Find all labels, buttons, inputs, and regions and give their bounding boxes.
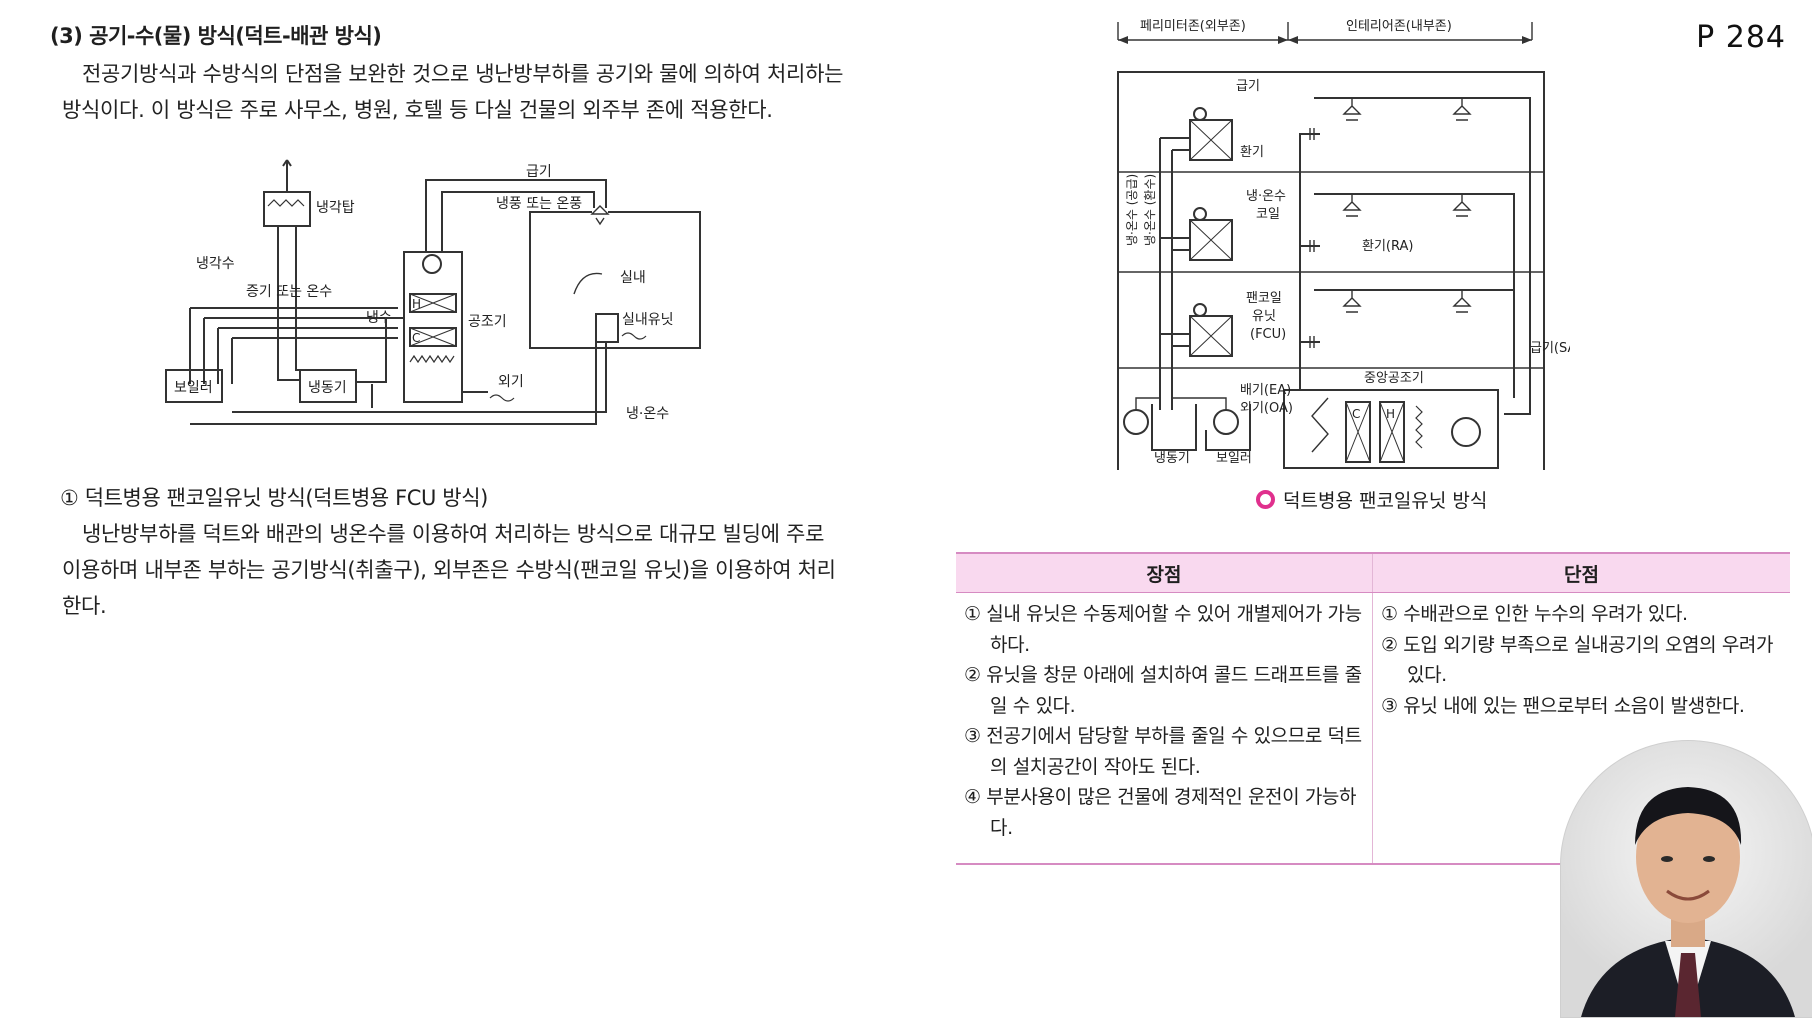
supply-air-duct <box>1314 97 1531 415</box>
diffusers <box>1342 98 1472 313</box>
advantages-cell: ① 실내 유닛은 수동제어할 수 있어 개별제어가 가능하다. ② 유닛을 창문… <box>956 592 1373 865</box>
fan-icon <box>422 254 442 274</box>
label-coil-h2: H <box>1386 407 1395 421</box>
presenter-avatar <box>1560 740 1812 1018</box>
presenter-photo-icon <box>1581 787 1795 1017</box>
subsection-title: ① 덕트병용 팬코일유닛 방식(덕트병용 FCU 방식) <box>60 486 488 510</box>
exhaust-arrow-icon <box>282 159 292 192</box>
label-supply: 급기 <box>1236 79 1260 94</box>
label-ahu: 공조기 <box>468 314 507 330</box>
advantage-item: ① 실내 유닛은 수동제어할 수 있어 개별제어가 가능하다. <box>964 603 1362 656</box>
bullet-icon <box>1256 490 1275 509</box>
label-supply-sa: 급기(SA) <box>1530 341 1570 356</box>
chiller-box <box>1151 404 1197 451</box>
caption-text: 덕트병용 팬코일유닛 방식 <box>1283 490 1488 512</box>
cooling-coil <box>409 327 457 347</box>
diffuser-icon <box>590 205 610 226</box>
paragraph-line: 냉난방부하를 덕트와 배관의 냉온수를 이용하여 처리하는 방식으로 대규모 빌… <box>82 522 825 546</box>
label-outdoor-oa: 외기(OA) <box>1240 401 1293 416</box>
room-outline <box>529 211 701 349</box>
central-ahu-box <box>1283 389 1499 469</box>
indoor-unit-box <box>595 313 619 343</box>
ahu-box <box>403 251 463 403</box>
page-number: P 284 <box>1696 20 1786 55</box>
section-title: (3) 공기-수(물) 방식(덕트-배관 방식) <box>50 24 382 48</box>
label-ventilation: 환기 <box>1240 145 1264 160</box>
label-central-ahu: 중앙공조기 <box>1364 371 1424 386</box>
label-steam-or-hot-water: 증기 또는 온수 <box>246 284 332 300</box>
label-chilled-hot-water: 냉·온수 <box>626 406 669 422</box>
subsection-paragraph: 냉난방부하를 덕트와 배관의 냉온수를 이용하여 처리하는 방식으로 대규모 빌… <box>62 516 902 624</box>
supply-duct <box>425 179 607 252</box>
label-boiler-2: 보일러 <box>1216 451 1252 466</box>
label-cooling-tower: 냉각탑 <box>316 200 355 216</box>
paragraph-line: 방식이다. 이 방식은 주로 사무소, 병원, 호텔 등 다실 건물의 외주부 … <box>62 98 773 122</box>
label-chiller: 냉동기 <box>308 380 347 396</box>
pros-cons-table: 장점 단점 ① 실내 유닛은 수동제어할 수 있어 개별제어가 가능하다. ② … <box>956 552 1790 865</box>
paragraph-line: 한다. <box>62 594 107 618</box>
boiler-box <box>1205 404 1251 451</box>
water-risers <box>1159 137 1190 410</box>
fcu-floor-1 <box>1189 107 1233 161</box>
disadvantage-item: ② 도입 외기량 부족으로 실내공기의 오염의 우려가 있다. <box>1381 633 1774 687</box>
pump-icon-2 <box>1213 409 1239 435</box>
fcu-floor-3 <box>1189 303 1233 357</box>
label-coil-c2: C <box>1352 407 1360 421</box>
chiller-box <box>299 369 357 403</box>
advantage-item: ② 유닛을 창문 아래에 설치하여 콜드 드래프트를 줄일 수 있다. <box>964 664 1362 717</box>
paragraph-line: 전공기방식과 수방식의 단점을 보완한 것으로 냉난방부하를 공기와 물에 의하… <box>82 62 844 86</box>
label-coil-h: H <box>412 297 421 311</box>
label-coil-c: C <box>412 331 420 345</box>
boiler-box <box>165 369 223 403</box>
header-disadvantages: 단점 <box>1372 552 1790 593</box>
label-return-water: 냉·온수 (환수) <box>1143 174 1157 246</box>
advantage-item: ④ 부분사용이 많은 건물에 경제적인 운전이 가능하다. <box>964 786 1357 839</box>
diagram-caption: 덕트병용 팬코일유닛 방식 <box>1256 486 1487 513</box>
pump-icon-1 <box>1123 409 1149 435</box>
cooling-tower-icon <box>263 191 311 227</box>
label-supply-air: 급기 <box>526 164 552 180</box>
label-boiler: 보일러 <box>174 380 213 396</box>
label-outdoor-air: 외기 <box>498 374 524 390</box>
label-cooling-water: 냉각수 <box>196 256 235 272</box>
label-indoor-unit: 실내유닛 <box>622 312 674 328</box>
label-return-ra: 환기(RA) <box>1362 239 1413 254</box>
section-paragraph: 전공기방식과 수방식의 단점을 보완한 것으로 냉난방부하를 공기와 물에 의하… <box>62 56 902 128</box>
water-loop <box>190 328 607 425</box>
label-cool-or-warm-air: 냉풍 또는 온풍 <box>496 196 582 212</box>
heating-coil <box>409 293 457 313</box>
disadvantage-item: ③ 유닛 내에 있는 팬으로부터 소음이 발생한다. <box>1381 694 1745 717</box>
label-room: 실내 <box>620 270 646 286</box>
label-chiller-2: 냉동기 <box>1154 451 1190 466</box>
fcu-floor-2 <box>1189 207 1233 261</box>
ahu-fan-icon <box>1451 417 1481 447</box>
label-exhaust-ea: 배기(EA) <box>1240 383 1291 398</box>
header-advantages: 장점 <box>956 552 1373 593</box>
zone-dimension-line <box>1117 22 1533 41</box>
label-supply-water: 냉·온수 (공급) <box>1125 174 1139 246</box>
paragraph-line: 이용하며 내부존 부하는 공기방식(취출구), 외부존은 수방식(팬코일 유닛)… <box>62 558 836 582</box>
label-interior-zone: 인테리어존(내부존) <box>1346 19 1452 34</box>
advantage-item: ③ 전공기에서 담당할 부하를 줄일 수 있으므로 덕트의 설치공간이 작아도 … <box>964 725 1362 778</box>
building-outline <box>1117 71 1545 470</box>
label-perimeter-zone: 페리미터존(외부존) <box>1140 19 1246 34</box>
disadvantage-item: ① 수배관으로 인한 누수의 우려가 있다. <box>1381 603 1688 625</box>
air-water-system-diagram: 냉각탑 냉각수 증기 또는 온수 보일러 냉동기 H C 공조기 냉수 외기 급… <box>165 159 701 425</box>
